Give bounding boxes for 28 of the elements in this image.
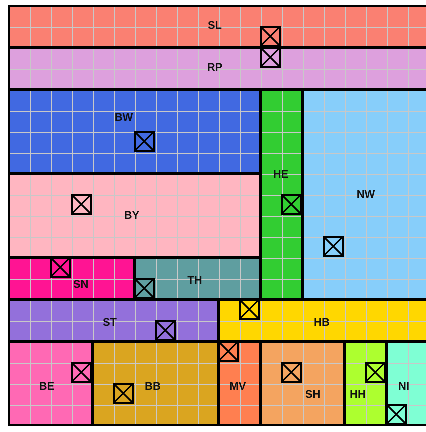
- map-region: [218, 341, 261, 426]
- map-region: [218, 299, 426, 342]
- region-label: BE: [39, 381, 55, 393]
- region-label: HH: [350, 389, 366, 401]
- map-region: [8, 89, 261, 174]
- region-label: MV: [230, 381, 246, 393]
- region-label: SN: [73, 279, 89, 291]
- map-region: [8, 173, 261, 258]
- region-label: RP: [207, 62, 223, 74]
- map-region: [92, 341, 219, 426]
- map-region: [8, 5, 426, 48]
- map-region: [260, 341, 345, 426]
- map-region: [8, 299, 219, 342]
- region-label: ST: [102, 317, 118, 329]
- region-label: NI: [398, 381, 410, 393]
- region-label: NW: [356, 189, 376, 201]
- region-label: BY: [124, 210, 140, 222]
- map-region: [8, 257, 135, 300]
- map-region: [134, 257, 261, 300]
- region-label: SL: [208, 20, 222, 32]
- map-region: [260, 89, 303, 300]
- map-region: [344, 341, 387, 426]
- map-region: [302, 89, 426, 300]
- region-label: SH: [305, 389, 321, 401]
- map-region: [8, 341, 93, 426]
- map-region: [386, 341, 426, 426]
- region-label: BW: [114, 112, 134, 124]
- map-region: [8, 47, 426, 90]
